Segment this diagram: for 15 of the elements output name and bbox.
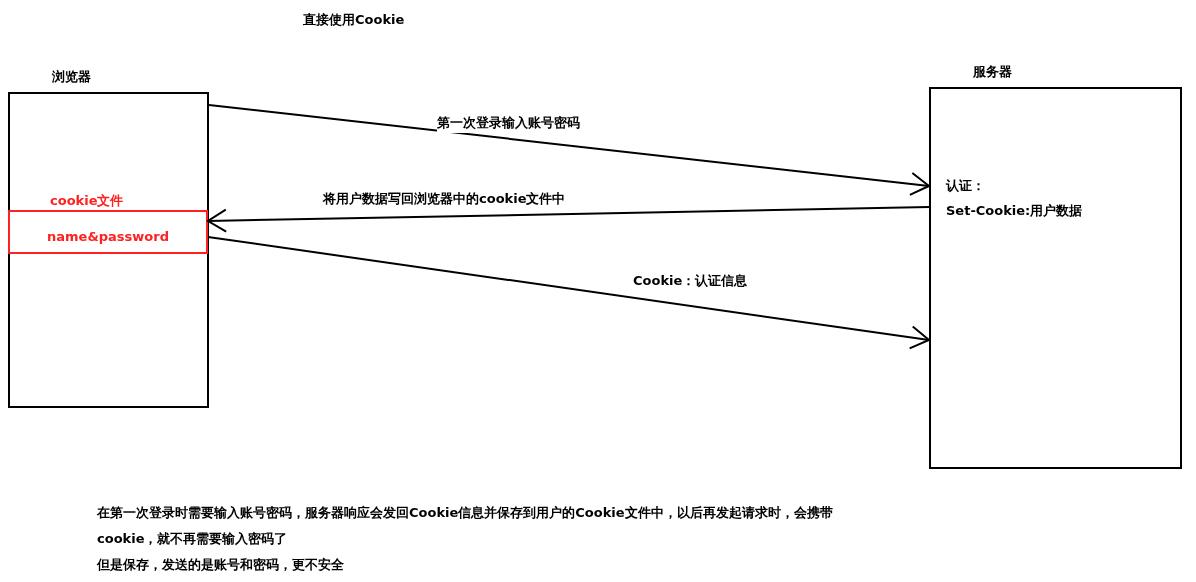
edge-label: 第一次登录输入账号密码 [437,113,580,133]
arrow [208,104,930,196]
note-text: 在第一次登录时需要输入账号密码，服务器响应会发回Cookie信息并保存到用户的Cookie文件中，以后再发起请求时，会携带cookie，就不再需要输入密码了 [97,504,834,548]
edge-label: Cookie：认证信息 [633,271,748,291]
arrow [207,236,930,350]
diagram-title: 直接使用Cookie [303,11,405,29]
box-heading: cookie文件 [50,191,124,210]
note-text: 但是保存，发送的是账号和密码，更不安全 [97,556,345,574]
edge-label: 将用户数据写回浏览器中的cookie文件中 [323,189,566,209]
box-text: Set-Cookie:用户数据 [946,202,1083,219]
box-heading: 服务器 [973,62,1012,81]
box-heading: 浏览器 [52,67,91,86]
box-text: 认证： [946,177,986,194]
file-content: name&password [47,228,169,246]
arrow [207,206,930,233]
